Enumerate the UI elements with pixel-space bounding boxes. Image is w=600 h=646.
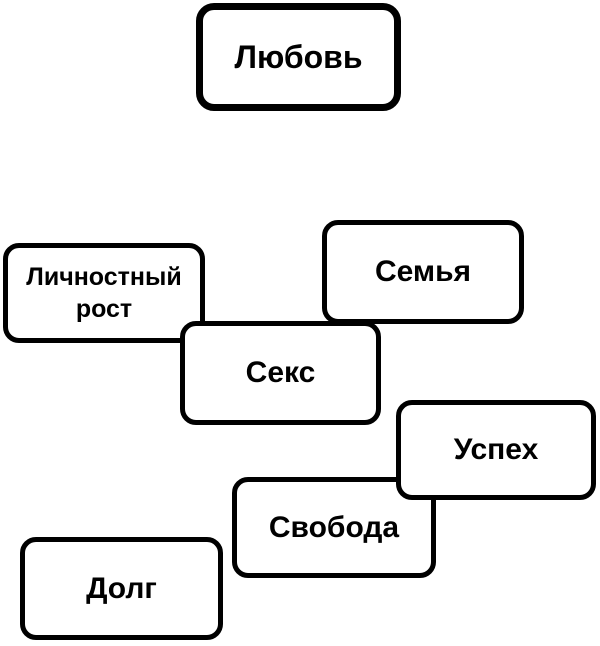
- value-card-label: Долг: [86, 571, 157, 605]
- value-card-label: Личностный рост: [26, 262, 182, 324]
- value-card-uspekh: Успех: [396, 400, 596, 500]
- value-card-lichnostny-rost: Личностный рост: [3, 243, 205, 343]
- value-card-lyubov: Любовь: [196, 3, 401, 111]
- value-card-label: Успех: [453, 433, 539, 467]
- value-card-dolg: Долг: [20, 537, 223, 640]
- value-card-semya: Семья: [322, 220, 524, 324]
- value-card-label: Семья: [374, 255, 472, 289]
- value-card-label: Любовь: [234, 39, 363, 75]
- value-card-label: Свобода: [268, 510, 400, 544]
- value-card-seks: Секс: [180, 321, 381, 425]
- value-card-label: Секс: [245, 356, 316, 390]
